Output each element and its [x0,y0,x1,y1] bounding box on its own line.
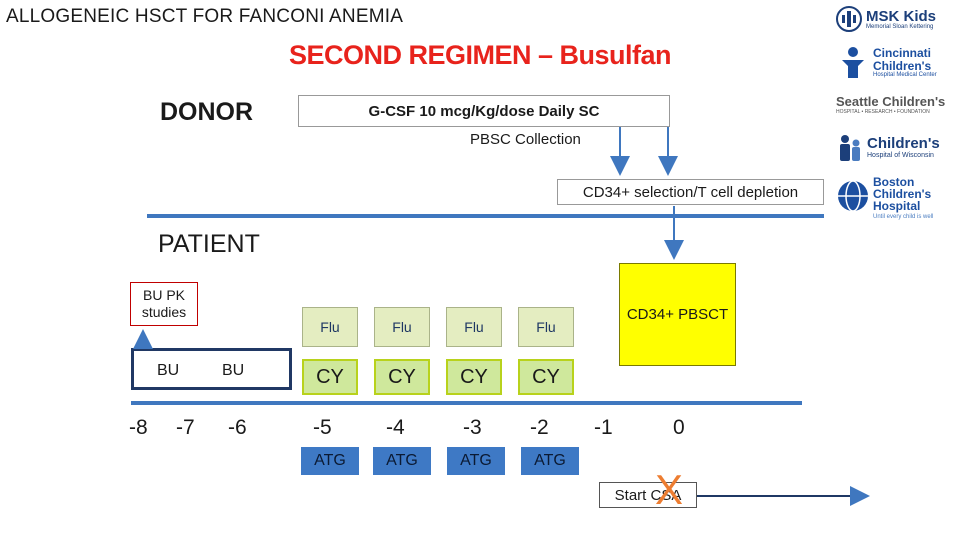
seattle-name: Seattle Children's [836,94,946,109]
bu-label-2: BU [222,362,245,379]
msk-kids-name: MSK Kids [866,7,937,25]
atg-box-1: ATG [301,447,359,475]
regimen-title: SECOND REGIMEN – Busulfan [288,40,672,70]
cy-box-2: CY [374,359,430,395]
cy-box-3: CY [446,359,502,395]
bu-group-box [131,348,292,390]
pbsc-collection-label: PBSC Collection [470,131,581,148]
slide-title: ALLOGENEIC HSCT FOR FANCONI ANEMIA [6,6,404,27]
msk-kids-logo: MSK Kids Memorial Sloan Kettering [836,2,958,36]
wisconsin-name: Children's [867,135,940,153]
flu-box-4: Flu [518,307,574,347]
bu-pk-studies-box: BU PK studies [130,282,198,326]
flu-box-3: Flu [446,307,502,347]
day-label-minus-5: -5 [313,416,332,439]
flu-box-1: Flu [302,307,358,347]
timeline-axis [131,401,802,405]
day-label-minus-1: -1 [594,416,613,439]
patient-label: PATIENT [158,230,260,258]
cincinnati-name: Cincinnati Children's [873,46,932,73]
donor-label: DONOR [160,98,254,126]
day-label-0: 0 [673,416,685,439]
wisconsin-figures-icon [840,135,860,161]
atg-box-3: ATG [447,447,505,475]
day-label-minus-8: -8 [129,416,148,439]
cincinnati-figure-icon [842,47,864,78]
seattle-childrens-logo: Seattle Children's HOSPITAL • RESEARCH •… [836,94,958,122]
cd34-pbsct-box: CD34+ PBSCT [619,263,736,366]
cy-box-1: CY [302,359,358,395]
cincinnati-logo: Cincinnati Children's Hospital Medical C… [836,42,958,84]
day-label-minus-3: -3 [463,416,482,439]
childrens-wisconsin-logo: Children's Hospital of Wisconsin [836,130,958,166]
cincinnati-sub: Hospital Medical Center [873,72,937,79]
boston-sub: Until every child is well [873,214,934,220]
wisconsin-sub: Hospital of Wisconsin [867,152,934,160]
donor-patient-divider [147,214,824,218]
day-label-minus-2: -2 [530,416,549,439]
atg-box-2: ATG [373,447,431,475]
flu-box-2: Flu [374,307,430,347]
day-label-minus-4: -4 [386,416,405,439]
boston-globe-icon [838,180,868,212]
msk-shield-icon [836,6,862,32]
start-csa-box: Start CSA [599,482,697,508]
atg-box-4: ATG [521,447,579,475]
seattle-sub: HOSPITAL • RESEARCH • FOUNDATION [836,109,930,115]
cy-box-4: CY [518,359,574,395]
boston-name: Boston Children's Hospital [873,175,932,213]
gcsf-box: G-CSF 10 mcg/Kg/dose Daily SC [298,95,670,127]
day-label-minus-7: -7 [176,416,195,439]
cd34-selection-box: CD34+ selection/T cell depletion [557,179,824,205]
x-mark: X [655,466,684,513]
day-label-minus-6: -6 [228,416,247,439]
msk-kids-sub: Memorial Sloan Kettering [866,23,934,30]
bu-label-1: BU [157,362,180,379]
boston-childrens-logo: Boston Children's Hospital Until every c… [836,172,958,224]
